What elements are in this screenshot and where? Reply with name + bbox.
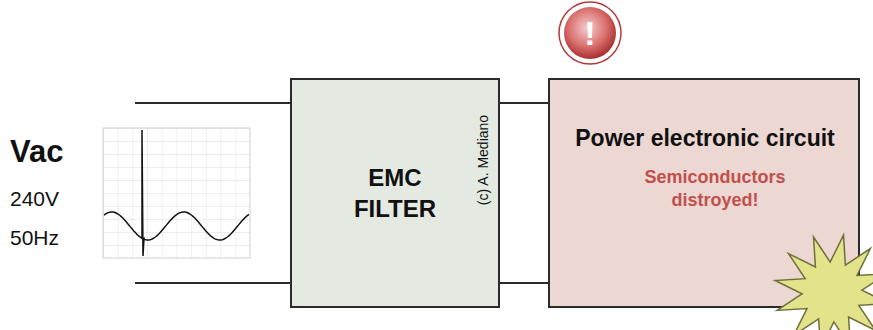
waveform [104, 130, 249, 256]
input-wire [135, 102, 290, 104]
failure-note: Semiconductors distroyed! [620, 166, 810, 213]
copyright-watermark: (c) A. Mediano [476, 115, 490, 205]
scope-grid [103, 128, 250, 258]
warning-mark: ! [584, 16, 595, 50]
wire [500, 282, 548, 284]
explosion-burst [775, 235, 873, 330]
voltage-value: 240V [10, 188, 59, 209]
waveform-trace [104, 130, 249, 256]
warning-circle [564, 7, 616, 59]
filter-box: EMC FILTER [290, 78, 500, 308]
input-wire [135, 282, 290, 284]
scope-background [103, 128, 250, 258]
wire [500, 102, 548, 104]
frequency-value: 50Hz [10, 227, 59, 248]
warning-ring [559, 2, 621, 64]
voltage-symbol: Vac [10, 136, 63, 167]
box-title: EMC FILTER [340, 162, 450, 224]
box-title: Power electronic circuit [570, 124, 840, 154]
